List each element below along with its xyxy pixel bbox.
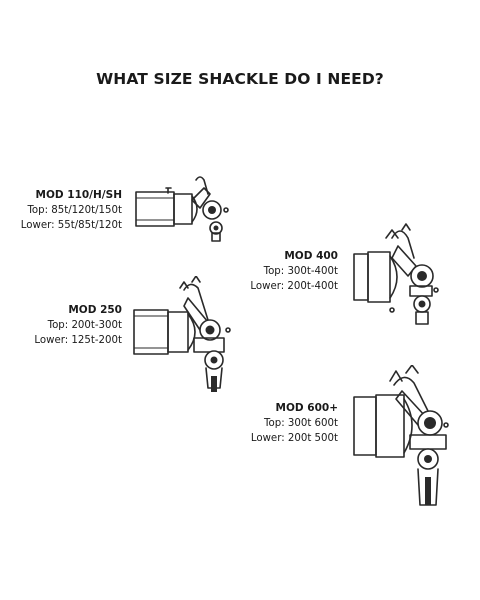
lower-shackle-range: Lower: 200t 500t <box>250 433 338 444</box>
mod-600-shackle-diagram <box>353 365 449 506</box>
page-title: WHAT SIZE SHACKLE DO I NEED? <box>96 70 384 88</box>
model-name: MOD 400 <box>284 250 338 262</box>
lower-shackle-range: Lower: 200t-400t <box>250 281 338 292</box>
model-name: MOD 110/H/SH <box>35 189 122 201</box>
top-shackle-range: Top: 300t-400t <box>263 266 338 277</box>
model-name: MOD 600+ <box>275 402 338 414</box>
mod-110-label: MOD 110/H/SH Top: 85t/120t/150t Lower: 5… <box>21 188 122 233</box>
top-shackle-range: Top: 85t/120t/150t <box>27 205 122 216</box>
top-shackle-range: Top: 200t-300t <box>47 320 122 331</box>
mod-250-shackle-diagram <box>133 276 231 392</box>
mod-400-label: MOD 400 Top: 300t-400t Lower: 200t-400t <box>250 249 338 294</box>
lower-shackle-range: Lower: 55t/85t/120t <box>20 220 122 231</box>
mod-250-label: MOD 250 Top: 200t-300t Lower: 125t-200t <box>34 303 122 348</box>
model-name: MOD 250 <box>68 304 122 316</box>
top-shackle-range: Top: 300t 600t <box>264 418 338 429</box>
mod-600-label: MOD 600+ Top: 300t 600t Lower: 200t 500t <box>251 401 338 446</box>
mod-400-shackle-diagram <box>353 223 439 325</box>
mod-110-shackle-diagram <box>135 176 229 242</box>
lower-shackle-range: Lower: 125t-200t <box>34 335 122 346</box>
